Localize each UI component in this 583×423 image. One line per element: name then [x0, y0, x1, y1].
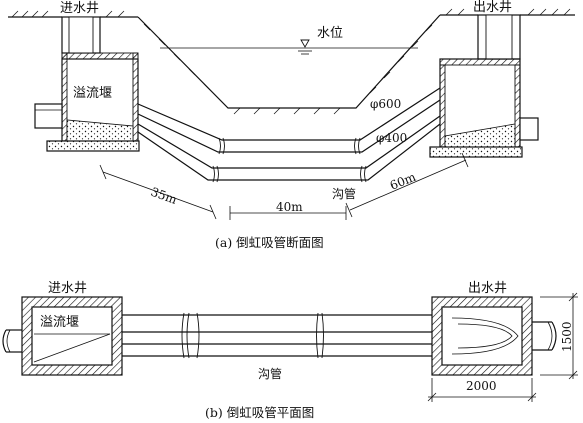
outlet-well-label-plan: 出水井	[468, 281, 507, 296]
inlet-well-label-plan: 进水井	[48, 281, 87, 296]
plan-view: 溢流堰 进水井 沟管 出水井	[2, 281, 578, 420]
inlet-well-plan: 溢流堰 进水井	[21, 281, 123, 376]
plan-dimensions: 2000 1500	[427, 292, 578, 402]
caption-section: (a) 倒虹吸管断面图	[215, 235, 324, 250]
trench-label-section: 沟管	[332, 186, 356, 201]
water-level-label: 水位	[317, 26, 343, 41]
trench-label-plan: 沟管	[258, 366, 282, 381]
outlet-well-section: 出水井	[429, 0, 539, 158]
weir-label-section: 溢流堰	[73, 86, 112, 101]
section-dimensions: 35m 40m 60m	[99, 152, 469, 220]
pipe-400-label: φ400	[376, 131, 407, 145]
dim-40m: 40m	[276, 200, 303, 214]
water-level-symbol	[298, 39, 312, 55]
inlet-well-section: 进水井 溢流堰	[34, 1, 140, 152]
ground-surface	[8, 8, 575, 18]
dim-2000: 2000	[466, 379, 497, 393]
river-channel: 水位	[137, 14, 441, 115]
dim-1500: 1500	[560, 321, 574, 352]
inlet-pipe-plan	[2, 329, 22, 353]
outlet-well-plan: 出水井	[431, 281, 533, 376]
dim-35m: 35m	[149, 185, 179, 207]
siphon-pipes-plan: 沟管	[122, 312, 432, 381]
inlet-well-label-section: 进水井	[60, 1, 99, 16]
dim-60m: 60m	[388, 170, 419, 193]
weir-label-plan: 溢流堰	[40, 315, 79, 330]
caption-plan: (b) 倒虹吸管平面图	[205, 405, 314, 420]
siphon-pipes-section: φ600 φ400 沟管	[137, 87, 441, 201]
pipe-600-label: φ600	[370, 97, 401, 111]
outlet-well-label-section: 出水井	[473, 0, 512, 15]
outlet-pipe-plan	[532, 321, 557, 351]
section-view: 水位 进水井 溢流堰	[8, 0, 575, 250]
